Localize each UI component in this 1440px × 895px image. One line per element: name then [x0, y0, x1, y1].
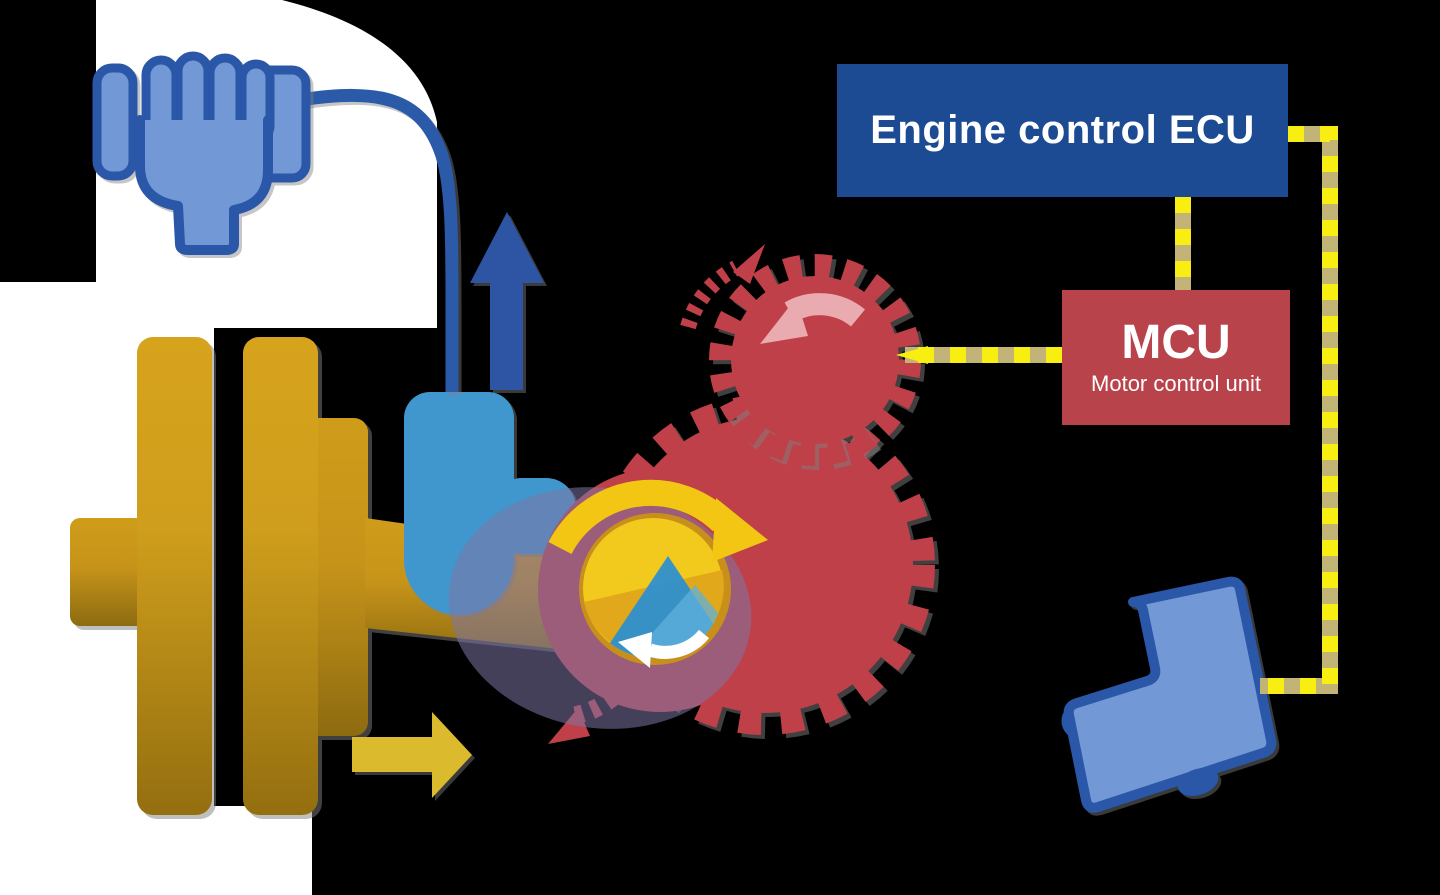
clutch-rotor-icon: [448, 468, 782, 744]
throttle-signal-up-arrow: [470, 212, 544, 390]
ecu-label: Engine control ECU: [870, 108, 1255, 152]
mcu-title: MCU: [1121, 316, 1231, 370]
engine-control-ecu-box: Engine control ECU: [837, 64, 1288, 197]
throttle-cable: [299, 89, 459, 392]
motor-control-unit-box: MCU Motor control unit: [1062, 290, 1290, 425]
connector-ecu-to-pedal: [1260, 126, 1338, 694]
motor-gear-counterclockwise-arrow: [760, 293, 866, 344]
connector-mcu-to-gear: [896, 346, 1062, 364]
rotor-clockwise-arrow: [548, 479, 768, 562]
white-backdrop: [0, 0, 437, 895]
gear-motion-marks: [680, 244, 765, 330]
mcu-subtitle: Motor control unit: [1091, 370, 1261, 396]
hand-throttle-grip-icon: [92, 51, 311, 255]
stator-counterclockwise-arrow: [618, 629, 710, 668]
output-torque-right-arrow: [352, 712, 472, 798]
foot-accelerator-pedal-icon: [1061, 576, 1277, 813]
